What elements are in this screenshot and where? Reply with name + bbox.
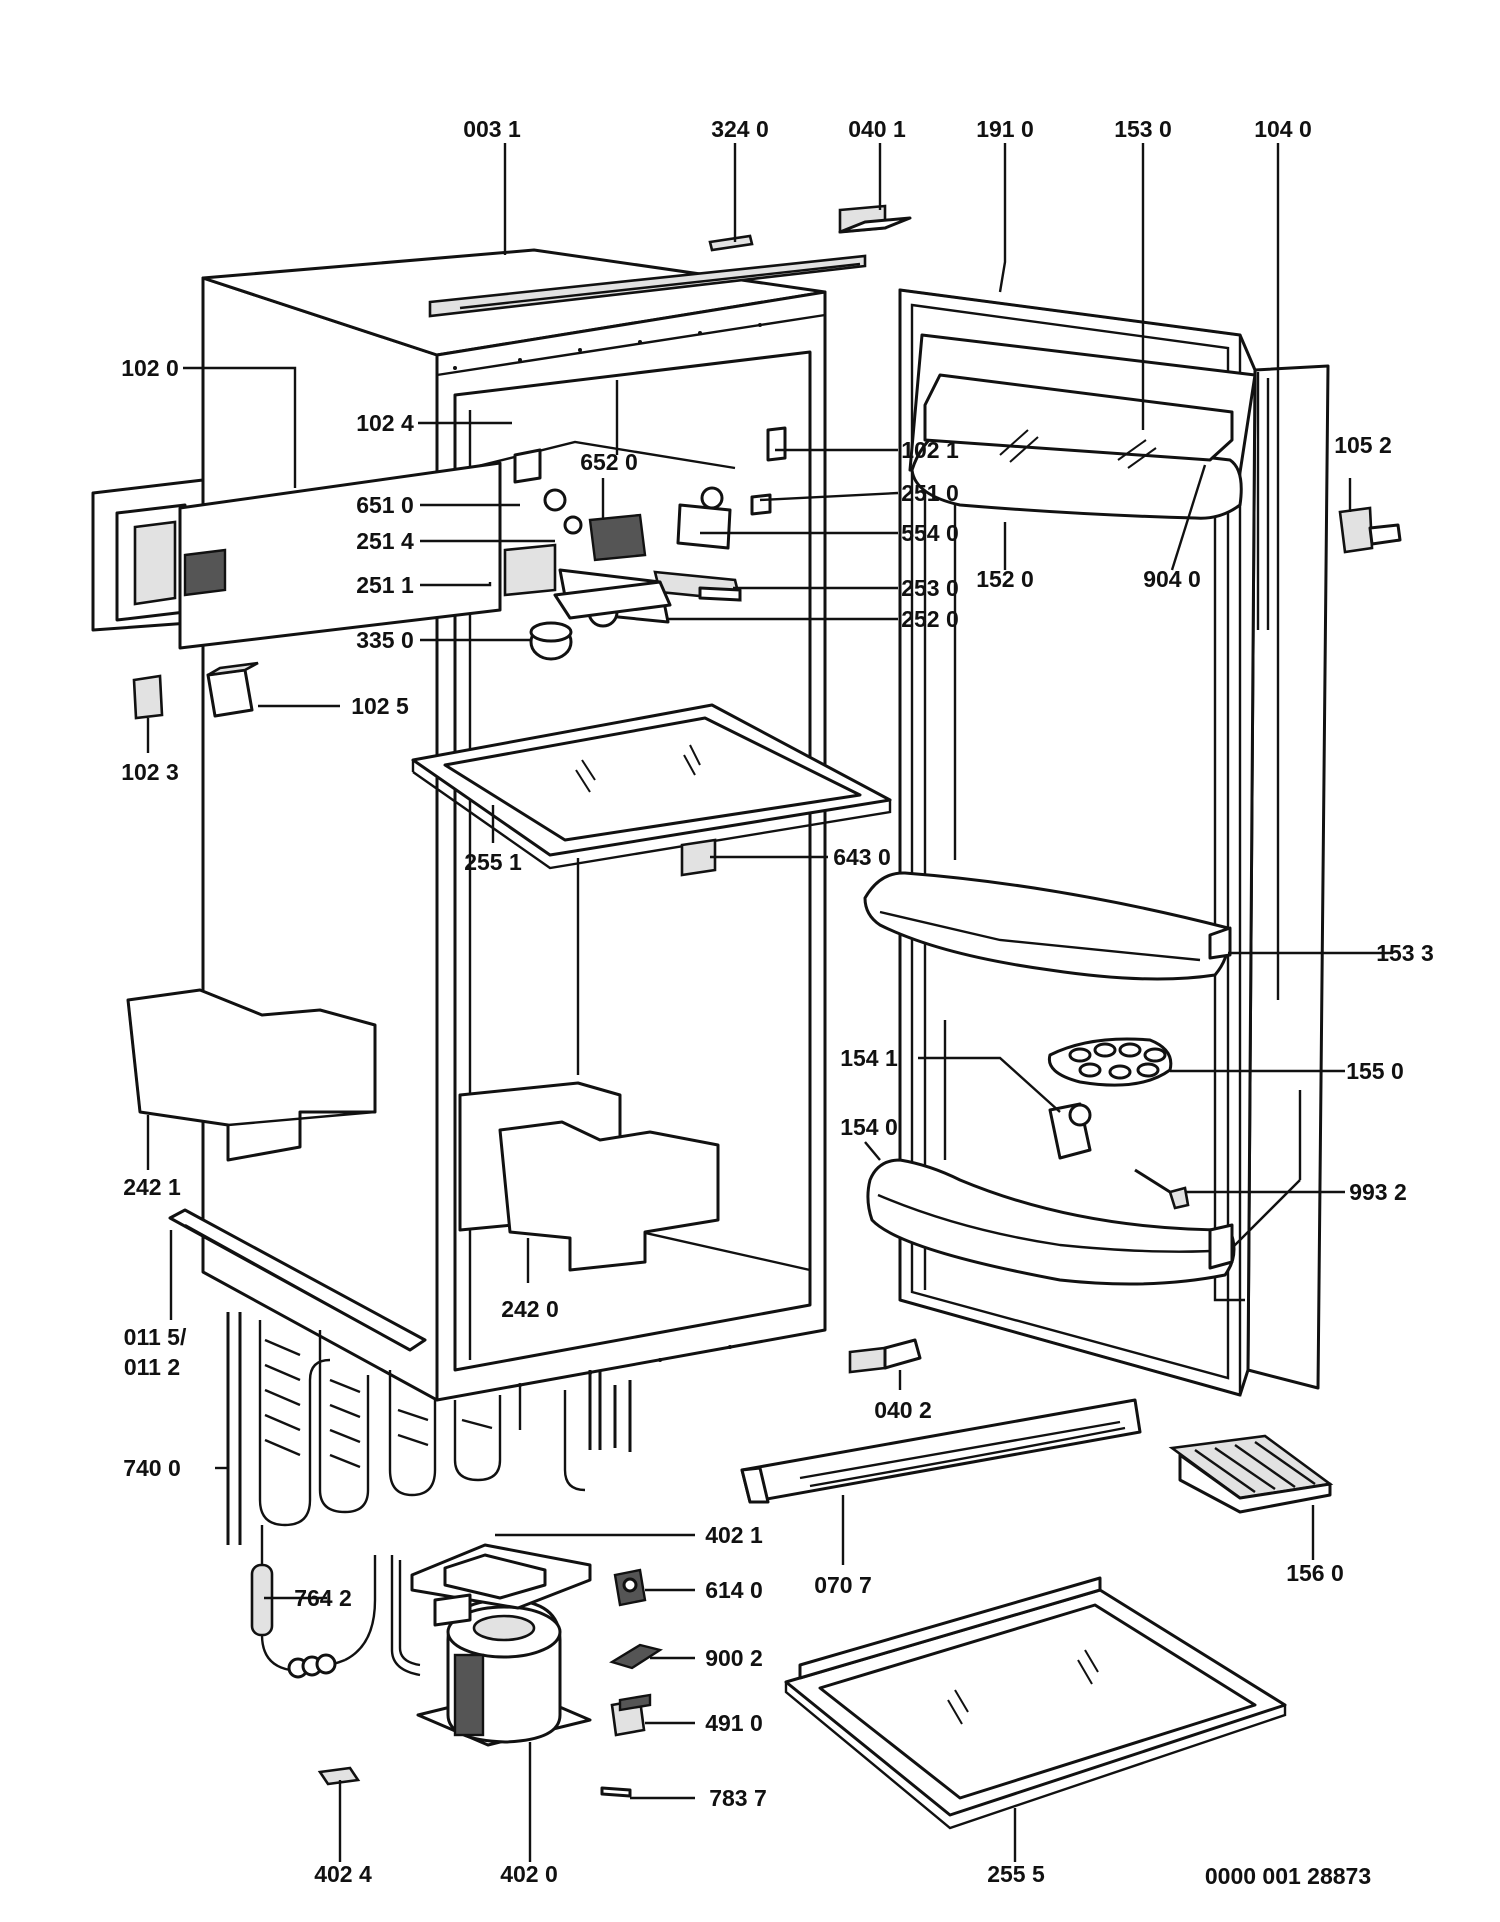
part-040-2: [848, 1338, 922, 1374]
label-104-0: 104 0: [1254, 116, 1312, 142]
label-643-0: 643 0: [833, 844, 891, 870]
part-102-0-panel: [91, 461, 502, 650]
part-242-1-box: [126, 988, 377, 1162]
label-102-1: 102 1: [901, 437, 959, 463]
label-152-0: 152 0: [976, 566, 1034, 592]
label-402-0: 402 0: [500, 1861, 558, 1887]
part-993-2: [1134, 1168, 1190, 1210]
label-652-0: 652 0: [580, 449, 638, 475]
label-740-0: 740 0: [123, 1455, 181, 1481]
door: [898, 288, 1330, 1397]
part-102-5: [206, 661, 259, 718]
part-255-1-shelf: [411, 703, 892, 870]
part-155-0-egg-tray: [1047, 1037, 1173, 1087]
label-900-2: 900 2: [705, 1645, 763, 1671]
part-324-0: [708, 234, 754, 252]
label-252-0: 252 0: [901, 606, 959, 632]
leader-lines: [146, 143, 1393, 1862]
label-255-1: 255 1: [464, 849, 522, 875]
label-153-3: 153 3: [1376, 940, 1434, 966]
part-614-0: [613, 1568, 647, 1607]
label-242-0: 242 0: [501, 1296, 559, 1322]
label-102-3: 102 3: [121, 759, 179, 785]
part-011-5-rail: [168, 1208, 427, 1352]
part-402-4: [317, 1766, 361, 1786]
part-105-2: [1338, 506, 1402, 554]
part-154-1: [1048, 1102, 1092, 1160]
part-040-1: [838, 204, 912, 234]
label-253-0: 253 0: [901, 575, 959, 601]
label-105-2: 105 2: [1334, 432, 1392, 458]
part-154-0-door-shelf: [866, 1158, 1236, 1286]
label-040-1: 040 1: [848, 116, 906, 142]
label-783-7: 783 7: [709, 1785, 767, 1811]
label-335-0: 335 0: [356, 627, 414, 653]
part-491-0: [610, 1693, 652, 1737]
label-156-0: 156 0: [1286, 1560, 1344, 1586]
label-242-1: 242 1: [123, 1174, 181, 1200]
label-904-0: 904 0: [1143, 566, 1201, 592]
label-554-0: 554 0: [901, 520, 959, 546]
label-102-4: 102 4: [356, 410, 414, 436]
part-783-7: [600, 1786, 632, 1798]
label-003-1: 003 1: [463, 116, 521, 142]
label-102-5: 102 5: [351, 693, 409, 719]
part-242-0-box: [458, 1081, 720, 1272]
part-102-3: [132, 674, 164, 720]
part-153-0-compartment: [908, 333, 1257, 520]
part-900-2: [609, 1643, 663, 1670]
part-003-1: [428, 254, 867, 318]
label-153-0: 153 0: [1114, 116, 1172, 142]
label-402-1: 402 1: [705, 1522, 763, 1548]
label-764-2: 764 2: [294, 1585, 352, 1611]
part-402-1-bracket: [410, 1543, 592, 1627]
label-155-0: 155 0: [1346, 1058, 1404, 1084]
control-unit: [503, 426, 787, 661]
part-156-0-ice-tray: [1168, 1434, 1334, 1514]
label-651-0: 651 0: [356, 492, 414, 518]
part-153-3-door-shelf: [863, 871, 1232, 981]
part-643-0: [680, 838, 717, 877]
part-402-0-compressor: [390, 1555, 592, 1747]
part-255-5-shelf: [784, 1576, 1287, 1830]
label-324-0: 324 0: [711, 116, 769, 142]
drawing-number: 0000 001 28873: [1205, 1863, 1371, 1889]
label-102-0: 102 0: [121, 355, 179, 381]
label-154-1: 154 1: [840, 1045, 898, 1071]
part-070-7-rail: [740, 1398, 1142, 1504]
label-251-1: 251 1: [356, 572, 414, 598]
part-764-2-sensor: [250, 1525, 377, 1679]
label-070-7: 070 7: [814, 1572, 872, 1598]
label-614-0: 614 0: [705, 1577, 763, 1603]
label-251-0: 251 0: [901, 480, 959, 506]
label-251-4: 251 4: [356, 528, 414, 554]
label-255-5: 255 5: [987, 1861, 1045, 1887]
label-040-2: 040 2: [874, 1397, 932, 1423]
label-993-2: 993 2: [1349, 1179, 1407, 1205]
part-labels: 003 1 324 0 040 1 191 0 153 0 104 0 102 …: [121, 116, 1434, 1889]
label-402-4: 402 4: [314, 1861, 372, 1887]
label-491-0: 491 0: [705, 1710, 763, 1736]
label-191-0: 191 0: [976, 116, 1034, 142]
label-011-2: 011 2: [124, 1354, 180, 1380]
part-740-0-condenser: [226, 1312, 632, 1545]
label-011-5: 011 5/: [124, 1324, 187, 1350]
label-154-0: 154 0: [840, 1114, 898, 1140]
